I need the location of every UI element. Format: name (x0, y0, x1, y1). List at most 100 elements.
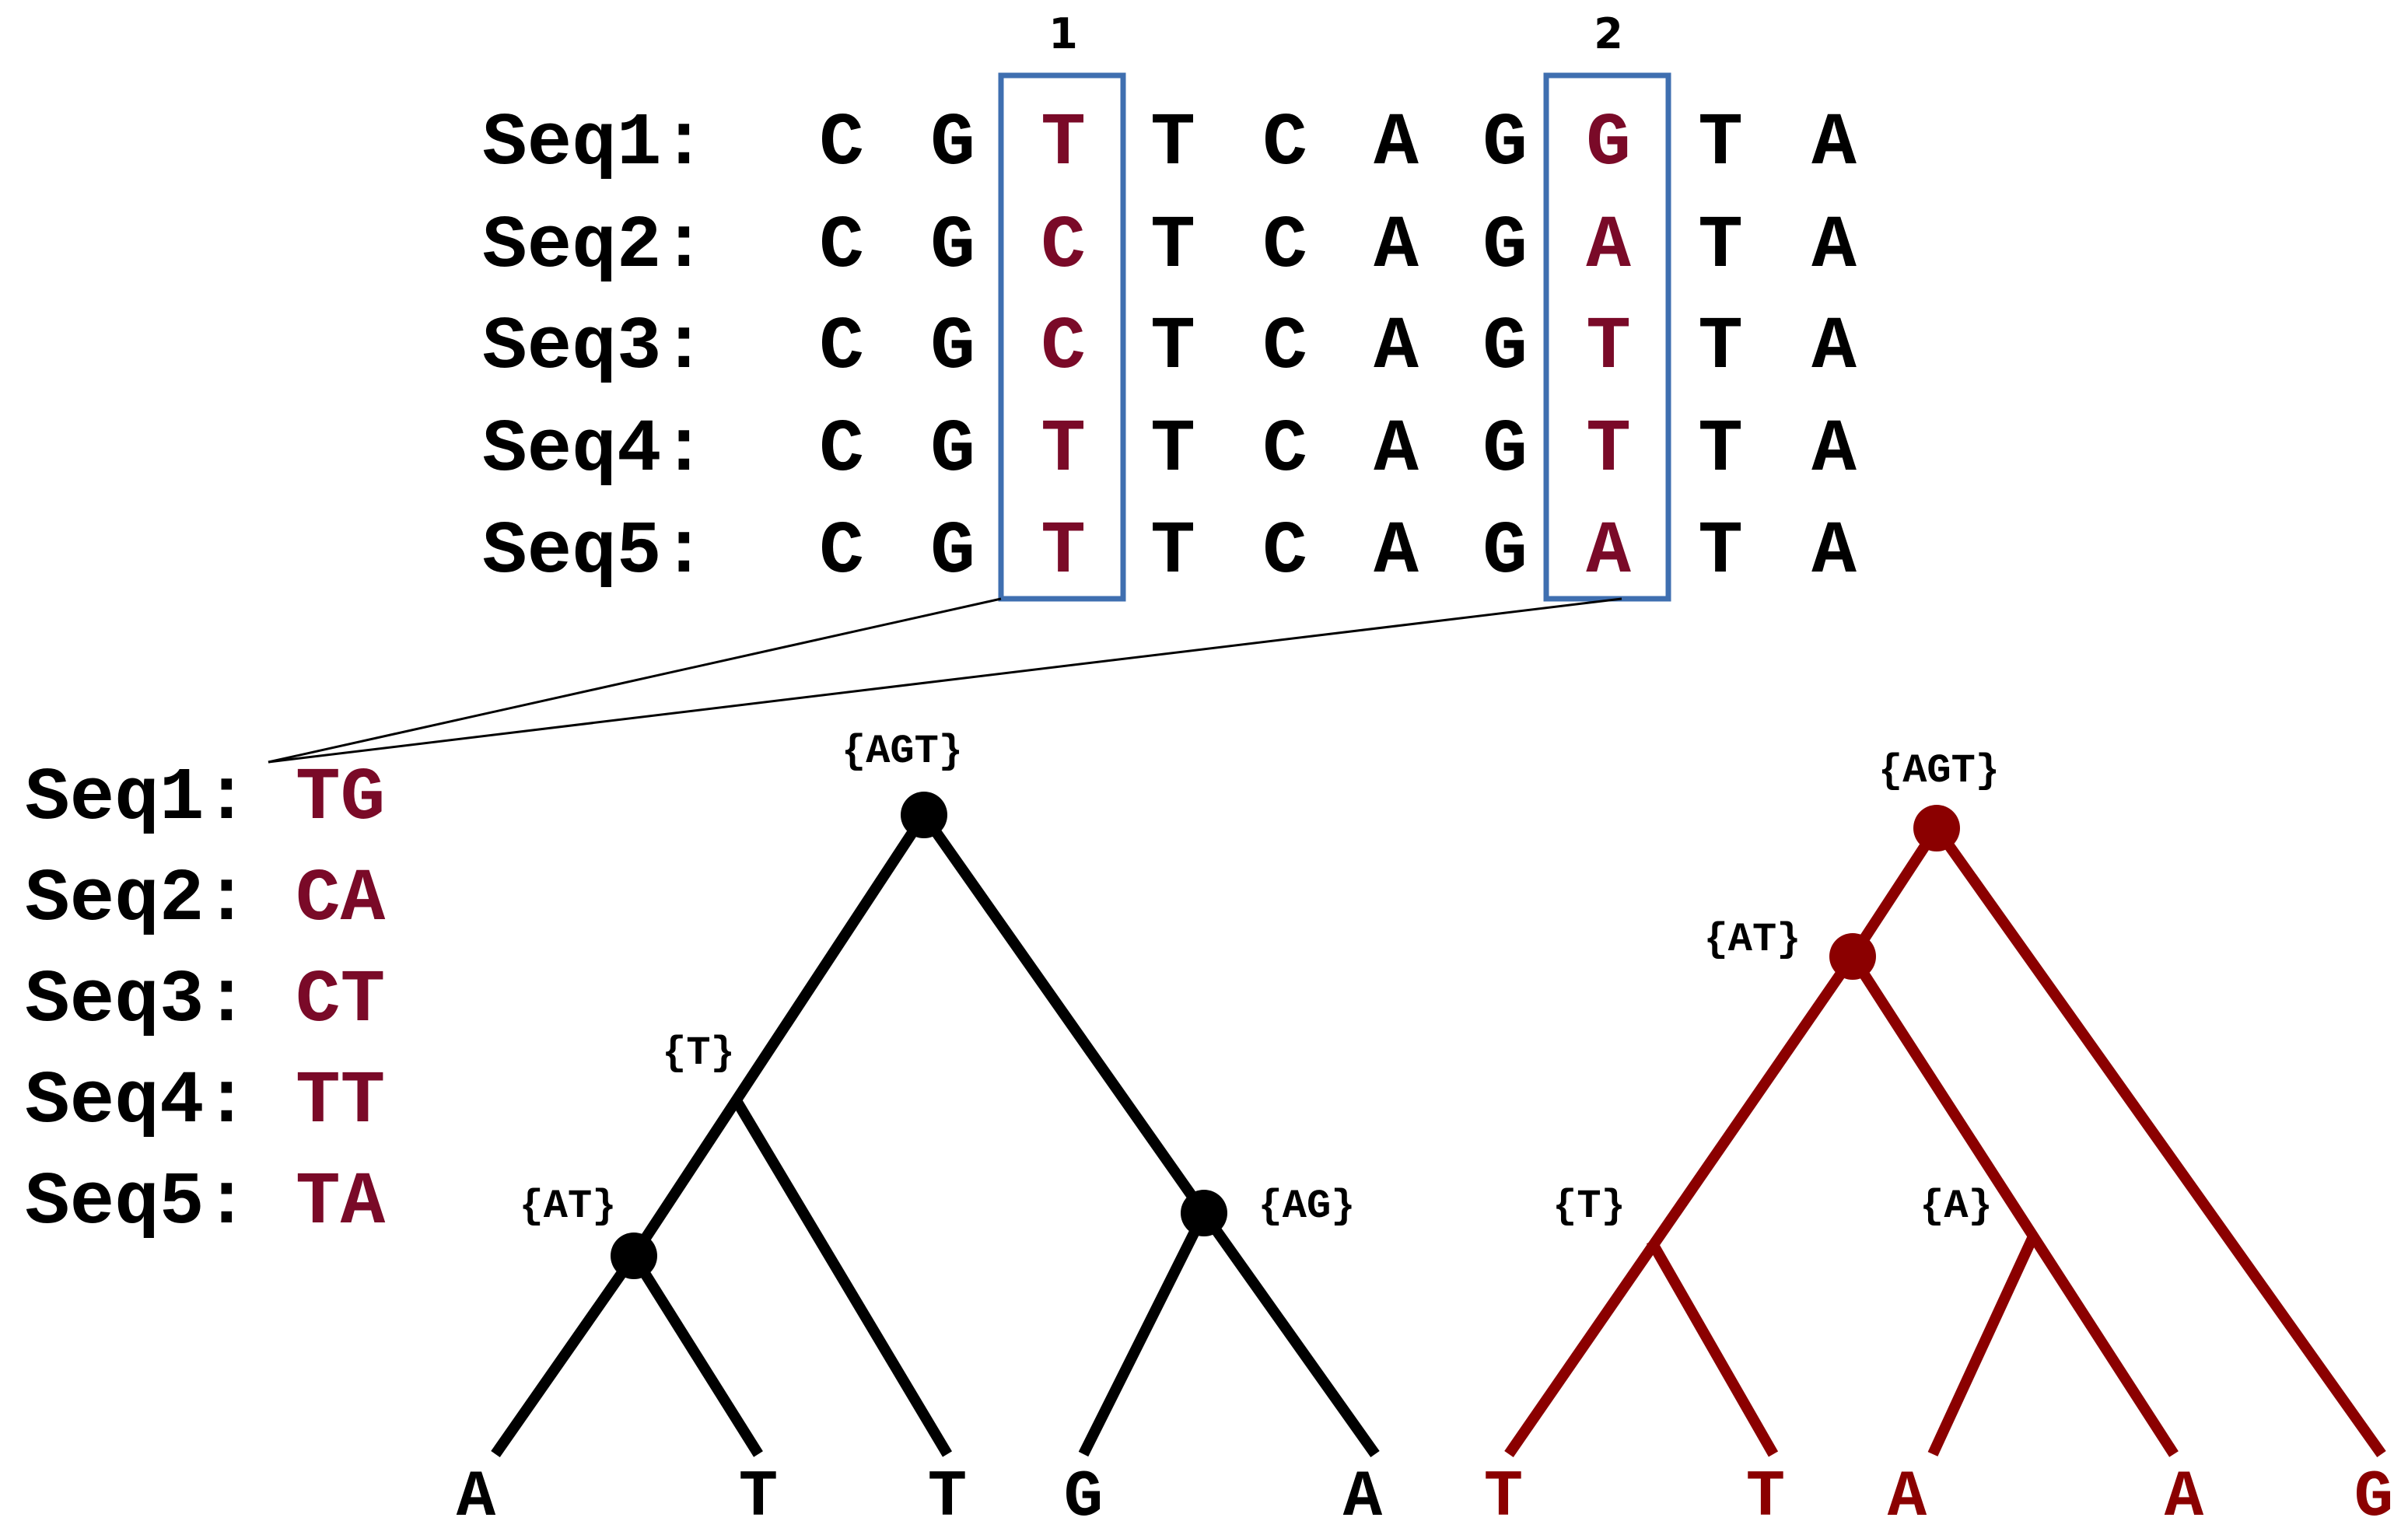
alignment-base: G (930, 204, 975, 288)
alignment-base: T (1150, 204, 1195, 288)
alignment-base: G (930, 407, 975, 492)
tree-site-1 (491, 811, 1380, 1458)
alignment-base: T (1150, 407, 1195, 492)
extracted-row-label: Seq1: (25, 756, 249, 841)
tree1-branch-ag-leaf4 (1078, 1210, 1209, 1457)
tree2-leaf-label: A (1888, 1461, 1927, 1535)
alignment-base: T (1698, 101, 1743, 186)
tree2-branch-t-leaf2 (1646, 1238, 1779, 1457)
alignment-base: A (1811, 509, 1857, 594)
alignment-base: T (1041, 407, 1086, 492)
extracted-row-value: CA (296, 857, 386, 942)
tree-site-2 (1504, 824, 2386, 1458)
tree2-branch-root-at (1848, 825, 1941, 960)
alignment-base: T (1150, 101, 1195, 186)
alignment-base: A (1374, 204, 1419, 288)
alignment-base: C (819, 204, 864, 288)
tree1-leaf-label: A (457, 1461, 496, 1535)
alignment-base: C (819, 509, 864, 594)
alignment-base: G (1482, 509, 1528, 594)
alignment-base: G (1482, 204, 1528, 288)
alignment-base: G (1482, 101, 1528, 186)
alignment-base: A (1811, 407, 1857, 492)
tree1-branch-at-leaf2 (629, 1253, 763, 1457)
alignment-base: T (1698, 305, 1743, 390)
highlight-box-column-1 (998, 72, 1126, 602)
alignment-row-label: Seq1: (482, 101, 706, 186)
alignment-base: T (1150, 305, 1195, 390)
alignment-base: C (1262, 101, 1307, 186)
alignment-base: C (1262, 305, 1307, 390)
alignment-base: G (1482, 305, 1528, 390)
tree1-root-set: {AGT} (842, 729, 963, 774)
alignment-base: G (930, 101, 975, 186)
tree1-branch-t-leaf3 (730, 1096, 953, 1457)
alignment-base: A (1811, 204, 1857, 288)
tree1-at-set: {AT} (520, 1184, 617, 1229)
alignment-base: C (819, 407, 864, 492)
tree1-leaf-label: T (739, 1461, 778, 1535)
tree1-leaf-label: T (928, 1461, 967, 1535)
tree2-at-node (1829, 933, 1876, 980)
alignment-row-label: Seq4: (482, 407, 706, 492)
tree2-leaf-label: T (1746, 1461, 1785, 1535)
tree2-branch-at-t (1504, 953, 1857, 1457)
alignment-row-label: Seq3: (482, 305, 706, 390)
alignment-base: T (1698, 204, 1743, 288)
extracted-row-label: Seq3: (25, 958, 249, 1043)
alignment-base: C (1262, 204, 1307, 288)
tree1-at-node (611, 1233, 657, 1279)
alignment-base: A (1586, 509, 1631, 594)
alignment-base: T (1041, 509, 1086, 594)
alignment-base: A (1374, 305, 1419, 390)
alignment-base: T (1041, 101, 1086, 186)
tree2-at-set: {AT} (1704, 917, 1801, 963)
tree2-branch-root-leaf5 (1932, 824, 2386, 1458)
tree2-t-set: {T} (1552, 1184, 1626, 1229)
alignment-base: T (1698, 509, 1743, 594)
alignment-base: C (1262, 407, 1307, 492)
tree2-a-set: {A} (1920, 1184, 1993, 1229)
alignment-base: T (1586, 407, 1631, 492)
alignment-base: C (819, 101, 864, 186)
extracted-row-value: TT (296, 1059, 385, 1144)
extracted-row-label: Seq5: (25, 1160, 249, 1245)
tree1-branch-root-left (629, 812, 929, 1259)
extracted-row-label: Seq2: (25, 857, 249, 942)
tree1-branch-at-leaf1 (491, 1252, 639, 1458)
extracted-row-value: TA (296, 1160, 386, 1245)
tree2-leaf-label: A (2165, 1461, 2204, 1535)
tree2-root-node (1913, 805, 1960, 851)
extracted-row-label: Seq4: (25, 1059, 249, 1144)
alignment-base: C (1041, 305, 1086, 390)
tree1-branch-ag-leaf5 (1199, 1209, 1380, 1458)
alignment-base: G (1586, 101, 1631, 186)
extracted-row-value: CT (296, 958, 385, 1043)
column-marker-2: 2 (1594, 9, 1623, 58)
tree1-ag-node (1181, 1190, 1227, 1236)
alignment-base: G (1482, 407, 1528, 492)
connector-line-column-1 (268, 597, 1002, 764)
tree1-t-set: {T} (662, 1030, 735, 1076)
alignment-base: A (1811, 305, 1857, 390)
column-marker-1: 1 (1048, 9, 1078, 58)
tree2-leaf-label: G (2354, 1461, 2393, 1535)
alignment-base: G (930, 305, 975, 390)
tree2-branch-a-leaf3 (1927, 1233, 2039, 1456)
tree1-leaf-label: G (1064, 1461, 1103, 1535)
tree2-branch-at-a (1848, 953, 2179, 1457)
tree1-root-node (901, 792, 947, 838)
highlight-box-column-2 (1543, 72, 1671, 602)
alignment-base: A (1811, 101, 1857, 186)
alignment-base: C (1041, 204, 1086, 288)
alignment-base: C (1262, 509, 1307, 594)
tree2-leaf-label: T (1484, 1461, 1523, 1535)
alignment-base: T (1586, 305, 1631, 390)
alignment-base: A (1374, 101, 1419, 186)
alignment-base: T (1150, 509, 1195, 594)
alignment-row-label: Seq5: (482, 509, 706, 594)
